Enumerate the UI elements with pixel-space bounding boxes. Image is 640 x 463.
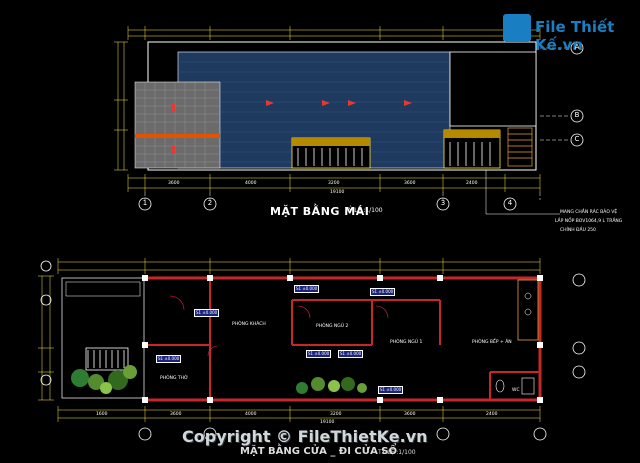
skylight-2 — [443, 129, 501, 169]
floor-grid-bubbles — [40, 260, 586, 441]
room-label-wc: WC — [512, 388, 520, 393]
roof-grid-label-2: 2 — [207, 199, 213, 207]
exterior-walls — [145, 276, 542, 402]
room-label-living: PHÒNG KHÁCH — [232, 322, 266, 327]
stove — [524, 292, 532, 316]
roof-grid-label-a: A — [574, 43, 580, 51]
floor-dim-1: 1600 — [96, 412, 108, 417]
roof-plan — [114, 26, 584, 215]
roof-plan-scale: TỶ LỆ :1/100 — [345, 207, 383, 214]
plants-mid — [296, 377, 367, 394]
roof-grid-label-3: 3 — [440, 199, 446, 207]
roof-tile-pattern — [135, 82, 220, 168]
floor-dim-6: 2400 — [486, 412, 498, 417]
roof-dim-total: 19100 — [330, 190, 345, 195]
roof-note-1: MANG CHẮN RÁC BẢO VỆ — [560, 210, 618, 215]
skylight-1-lines — [297, 148, 363, 166]
roof-note-leader — [485, 170, 560, 215]
roof-ridge — [135, 134, 220, 138]
plants-left — [71, 365, 137, 394]
roof-dim-1: 3600 — [168, 181, 180, 186]
front-gate — [85, 347, 129, 371]
floor-dim-2: 3600 — [170, 412, 182, 417]
logo-text: File Thiết Kế.vn — [535, 18, 615, 54]
roof-terrace — [449, 51, 537, 127]
roof-dim-2: 4000 — [245, 181, 257, 186]
room-label-kitchen: PHÒNG BẾP + ĂN — [472, 340, 512, 345]
roof-dim-top — [127, 26, 541, 40]
room-label-bedroom-2: PHÒNG NGỦ 2 — [316, 324, 349, 329]
room-label-bedroom-1: PHÒNG NGỦ 1 — [390, 340, 423, 345]
kitchen-counter — [517, 279, 539, 341]
roof-grid-label-1: 1 — [142, 199, 148, 207]
level-tag-1: S1 ±0.000 — [194, 309, 220, 317]
level-tag-3: S1 ±0.000 — [370, 288, 396, 296]
level-tag-6: S1 ±0.000 — [156, 355, 182, 363]
roof-note-2: LẮP NỐP BOV1064,9 L TRẮNG — [555, 219, 623, 224]
roof-grid-axes — [144, 47, 570, 200]
roof-dim-left — [114, 41, 128, 171]
site-logo[interactable]: File Thiết Kế.vn — [503, 12, 621, 54]
level-tag-4: S1 ±0.000 — [306, 350, 332, 358]
roof-tile-left — [134, 81, 221, 169]
floor-dim-total: 19100 — [320, 420, 335, 425]
columns — [142, 275, 543, 403]
roof-grid-label-c: C — [574, 135, 580, 143]
front-yard — [61, 277, 145, 399]
level-tag-7: S1 ±0.000 — [378, 386, 404, 394]
room-label-altar: PHÒNG THỜ — [160, 376, 189, 381]
floor-dim-bottom — [57, 406, 541, 422]
roof-grid-label-4: 4 — [507, 199, 513, 207]
floor-plan-title: MẶT BẰNG CỬA _ ĐI CỬA SỔ — [240, 446, 398, 457]
roof-note-3: CHÍNH ĐẦU 250 — [560, 228, 596, 233]
floor-dim-5: 3600 — [404, 412, 416, 417]
floor-dim-3: 4000 — [245, 412, 257, 417]
roof-grid-bubbles — [138, 41, 584, 211]
floor-plan-scale: TỶ LỆ :1/100 — [378, 449, 416, 456]
floor-plan — [38, 258, 586, 441]
floor-dim-4: 3200 — [330, 412, 342, 417]
roof-dim-bottom — [127, 174, 541, 192]
roof-dim-3: 3200 — [328, 181, 340, 186]
roof-slope-arrows — [171, 100, 412, 154]
roof-stair — [507, 127, 533, 167]
door-swings — [169, 295, 389, 357]
level-tag-5: S1 ±0.000 — [338, 350, 364, 358]
copyright-watermark: Copyright © FileThietKe.vn — [182, 427, 428, 446]
floor-dim-top — [57, 258, 541, 274]
yard-bench — [65, 281, 141, 297]
roof-dim-5: 2400 — [466, 181, 478, 186]
wc-fixtures — [495, 377, 535, 395]
logo-icon — [503, 14, 531, 42]
skylight-1 — [291, 137, 371, 169]
skylight-2-lines — [449, 142, 491, 166]
roof-plan-title: MẶT BẰNG MÁI — [270, 205, 370, 218]
roof-grid-label-b: B — [574, 111, 580, 119]
interior-walls — [145, 278, 540, 400]
level-tag-2: S1 ±0.000 — [294, 285, 320, 293]
roof-dim-4: 3600 — [404, 181, 416, 186]
